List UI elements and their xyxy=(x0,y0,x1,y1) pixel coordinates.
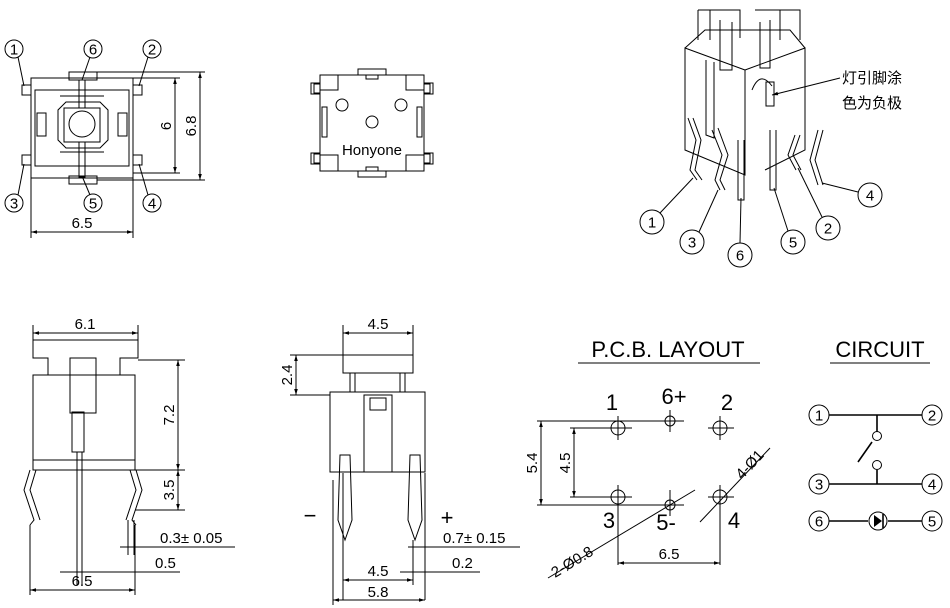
svg-text:5: 5 xyxy=(928,514,936,531)
pcb-title: P.C.B. LAYOUT xyxy=(591,337,744,362)
pin-callout-6: 6 xyxy=(81,39,103,81)
circuit-pin-1: 1 xyxy=(808,404,830,426)
hole-small-label: 2-Ø0.8 xyxy=(548,543,596,581)
svg-text:1: 1 xyxy=(10,42,18,59)
pin-callout-2: 2 xyxy=(138,39,162,87)
pcb-label-5minus: 5- xyxy=(656,510,676,535)
dim-body-height: 7.2 xyxy=(161,405,178,426)
dim-cap-height: 2.4 xyxy=(279,365,296,386)
circuit-pin-3: 3 xyxy=(808,473,830,495)
dim-cap-width: 6.1 xyxy=(75,316,96,333)
circuit-title: CIRCUIT xyxy=(835,337,924,362)
svg-text:3: 3 xyxy=(10,196,18,213)
brand-marking: Honyone xyxy=(342,142,402,159)
svg-text:1: 1 xyxy=(815,408,823,425)
svg-text:4: 4 xyxy=(148,196,156,213)
iso-pin-6: 6 xyxy=(727,197,753,268)
svg-text:3: 3 xyxy=(688,235,696,252)
svg-text:1: 1 xyxy=(648,215,656,232)
iso-pin-5: 5 xyxy=(773,187,806,255)
circuit-pin-4: 4 xyxy=(921,473,943,495)
pin-callout-4: 4 xyxy=(138,163,162,213)
iso-pin-1: 1 xyxy=(639,177,694,235)
svg-text:2: 2 xyxy=(928,408,936,425)
iso-pin-3: 3 xyxy=(679,189,719,255)
pcb-layout: P.C.B. LAYOUT 1 6+ 2 3 5- 4 5.4 4.5 6.5 … xyxy=(524,337,771,581)
circuit-pin-5: 5 xyxy=(921,510,943,532)
minus-polarity: − xyxy=(304,503,317,528)
side-view-side: − + 4.5 2.4 0.7± 0.15 0.2 4.5 5.8 xyxy=(279,316,520,605)
pin-callout-5: 5 xyxy=(81,175,103,213)
svg-text:2: 2 xyxy=(148,42,156,59)
dim-width: 6.5 xyxy=(72,215,93,232)
svg-text:4: 4 xyxy=(866,188,874,205)
circuit: CIRCUIT 1 2 3 4 6 5 xyxy=(808,337,943,532)
dim-pitch: 6.5 xyxy=(72,573,93,590)
svg-text:5: 5 xyxy=(789,235,797,252)
dim-lead-thickness: 0.3± 0.05 xyxy=(160,530,222,547)
circuit-pin-6: 6 xyxy=(808,510,830,532)
iso-pin-4: 4 xyxy=(821,182,883,208)
pin-callout-3: 3 xyxy=(4,163,25,213)
svg-text:2: 2 xyxy=(824,221,832,238)
note-line-1: 灯引脚涂 xyxy=(842,70,902,87)
dim-inner-height: 6 xyxy=(158,122,175,130)
pcb-label-4: 4 xyxy=(728,508,740,533)
dim-pitch-2: 4.5 xyxy=(368,563,389,580)
iso-view: 灯引脚涂 色为负极 1 3 6 5 2 4 xyxy=(639,9,902,268)
pcb-label-3: 3 xyxy=(603,508,615,533)
dim-lead-thickness-2: 0.2 xyxy=(452,555,473,572)
pcb-label-6plus: 6+ xyxy=(661,384,686,409)
svg-text:3: 3 xyxy=(815,477,823,494)
pcb-label-1: 1 xyxy=(606,390,618,415)
circuit-pin-2: 2 xyxy=(921,404,943,426)
svg-text:6: 6 xyxy=(89,42,97,59)
dim-pitch-pcb: 6.5 xyxy=(659,546,680,563)
dim-lead-width: 0.5 xyxy=(155,555,176,572)
dim-outer-height: 6.8 xyxy=(183,116,200,137)
dim-lead-width-2: 0.7± 0.15 xyxy=(443,530,505,547)
top-view: 1 6 2 3 5 4 6.5 6 6.8 xyxy=(4,39,205,238)
dim-width-2: 5.8 xyxy=(368,584,389,601)
dim-inner: 4.5 xyxy=(557,453,574,474)
svg-text:5: 5 xyxy=(89,196,97,213)
svg-text:4: 4 xyxy=(928,477,936,494)
note-line-2: 色为负极 xyxy=(842,95,902,112)
pin-callout-1: 1 xyxy=(4,39,25,87)
plus-polarity: + xyxy=(441,505,454,530)
svg-text:6: 6 xyxy=(815,514,823,531)
dim-cap-width-2: 4.5 xyxy=(368,316,389,333)
svg-text:6: 6 xyxy=(736,248,744,265)
iso-pin-2: 2 xyxy=(797,167,841,241)
side-view-front: 6.1 7.2 3.5 0.3± 0.05 0.5 6.5 xyxy=(23,316,235,595)
hole-large-label: 4-Ø1 xyxy=(732,447,767,483)
pcb-label-2: 2 xyxy=(721,390,733,415)
dim-outer: 5.4 xyxy=(524,453,541,474)
bottom-view: Honyone xyxy=(310,68,434,178)
dim-lead-length: 3.5 xyxy=(161,480,178,501)
